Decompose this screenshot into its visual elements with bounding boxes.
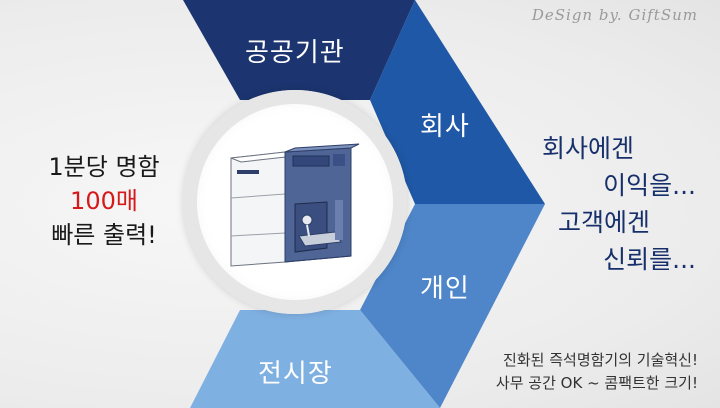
segment-lower-right-label: 개인 — [420, 274, 470, 304]
segment-upper-right-shape — [370, 0, 545, 204]
feature-text: 진화된 즉석명함기의 기술혁신! 사무 공간 OK ~ 콤팩트한 크기! — [496, 349, 698, 395]
slogan-line-3: 고객에겐 — [557, 208, 650, 237]
segment-top-label: 공공기관 — [245, 38, 345, 68]
segment-top-shape — [183, 0, 415, 100]
segment-lower-right-shape — [360, 204, 545, 408]
slogan-line-1: 회사에겐 — [541, 134, 634, 163]
feature-line-1: 진화된 즉석명함기의 기술혁신! — [503, 351, 698, 369]
printer-image — [230, 143, 360, 267]
segment-bottom-label: 전시장 — [258, 359, 333, 389]
feature-line-2: 사무 공간 OK ~ 콤팩트한 크기! — [495, 374, 698, 392]
slogan-line-4: 신뢰를... — [603, 245, 696, 274]
speed-line-3: 빠른 출력! — [51, 221, 157, 249]
speed-line-1: 1분당 명함 — [48, 153, 160, 181]
slogan-line-2: 이익을... — [603, 171, 696, 200]
segment-upper-right-label: 회사 — [420, 112, 470, 142]
speed-line-2: 100매 — [70, 187, 138, 215]
segment-bottom-shape — [190, 310, 440, 408]
speed-text: 1분당 명함 100매 빠른 출력! — [20, 150, 188, 252]
signature: DeSign by. GiftSum — [531, 6, 698, 24]
slogan-text: 회사에겐 이익을... 고객에겐 신뢰를... — [542, 130, 696, 278]
